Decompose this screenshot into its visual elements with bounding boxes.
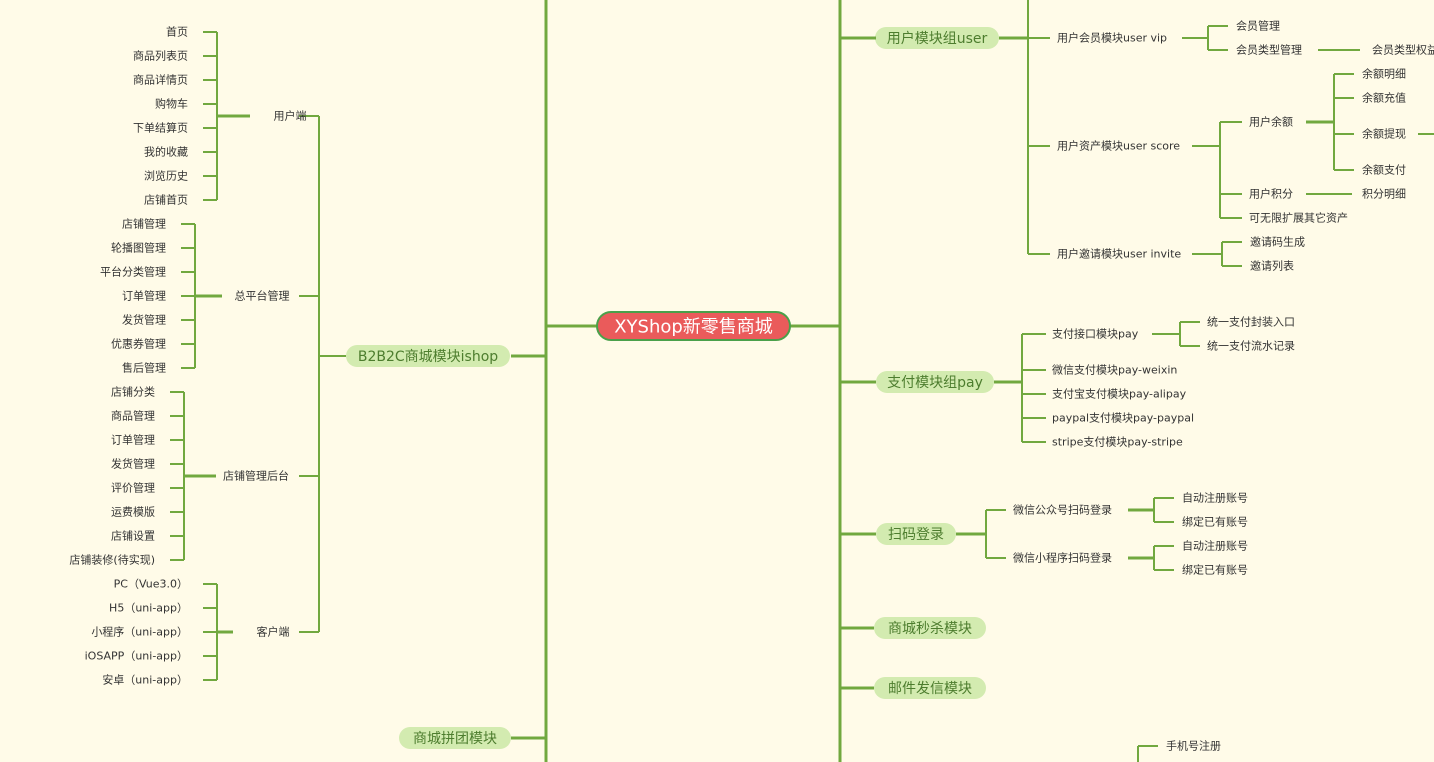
leaf-label: 售后管理 [122, 361, 166, 375]
leaf-label: 店铺装修(待实现) [69, 553, 155, 567]
mail-pill: 邮件发信模块 [888, 681, 972, 697]
leaf-label: 我的收藏 [144, 145, 188, 159]
leaf-label: 店铺分类 [111, 385, 155, 399]
leaf-label: 绑定已有账号 [1182, 563, 1248, 577]
leaf-label: 评价管理 [111, 481, 155, 495]
root-node [596, 311, 791, 341]
leaf-label: 邀请列表 [1250, 259, 1294, 273]
leaf-label: 首页 [166, 25, 188, 39]
scan-pill-bg [876, 523, 956, 545]
leaf-label: 轮播图管理 [111, 241, 166, 255]
group-label: 用户积分 [1249, 187, 1293, 201]
root-label: XYShop新零售商城 [614, 317, 773, 338]
module-label: 微信公众号扫码登录 [1013, 503, 1112, 517]
leaf-label: 微信支付模块pay-weixin [1052, 363, 1177, 377]
leaf-label: 平台分类管理 [100, 265, 166, 279]
leaf-label: H5（uni-app） [109, 602, 188, 615]
leaf-label: 余额明细 [1362, 67, 1406, 81]
leaf-label: 自动注册账号 [1182, 539, 1248, 553]
module-label: 用户资产模块user score [1057, 139, 1180, 153]
user-pill-bg [875, 27, 999, 49]
leaf-label: 会员管理 [1236, 19, 1280, 33]
leaf-label: 统一支付流水记录 [1207, 339, 1295, 353]
group-label: 总平台管理 [235, 289, 290, 303]
leaf-label: 商品列表页 [133, 49, 188, 63]
leaf-label: 订单管理 [122, 289, 166, 303]
leaf-label: 自动注册账号 [1182, 491, 1248, 505]
pay-pill: 支付模块组pay [887, 375, 983, 391]
leaf-label: 可无限扩展其它资产 [1249, 211, 1348, 225]
leaf-label: 安卓（uni-app） [102, 673, 188, 687]
leaf-label: 优惠券管理 [111, 337, 166, 351]
pay-pill-bg [876, 371, 994, 393]
leaf-label: stripe支付模块pay-stripe [1052, 436, 1183, 449]
leaf-label: 商品详情页 [133, 73, 188, 87]
leaf-label: 运费模版 [111, 505, 155, 519]
module-label: 微信小程序扫码登录 [1013, 551, 1112, 565]
leaf-label: PC（Vue3.0） [114, 578, 188, 591]
group-label: 用户余额 [1249, 115, 1293, 129]
user-pill: 用户模块组user [887, 30, 988, 47]
module-label: 用户会员模块user vip [1057, 31, 1167, 45]
leaf-label: 邀请码生成 [1250, 235, 1305, 249]
leaf-label: 积分明细 [1362, 188, 1406, 201]
leaf-label: 手机号注册 [1166, 739, 1221, 753]
pintuan-pill: 商城拼团模块 [413, 731, 497, 747]
leaf-label: 余额提现 [1362, 127, 1406, 141]
leaf-label: 订单管理 [111, 433, 155, 447]
leaf-label: 店铺首页 [144, 193, 188, 207]
ishop-pill: B2B2C商城模块ishop [358, 349, 498, 365]
leaf-label: paypal支付模块pay-paypal [1052, 412, 1194, 425]
module-label: 用户邀请模块user invite [1057, 247, 1181, 261]
group-label: 客户端 [257, 625, 290, 639]
leaf-label: 店铺设置 [111, 529, 155, 543]
leaf-label: 支付宝支付模块pay-alipay [1052, 387, 1187, 401]
leaf-label: 店铺管理 [122, 217, 166, 231]
mail-pill-bg [874, 677, 986, 699]
group-label: 店铺管理后台 [223, 469, 289, 483]
group-label: 用户端 [274, 109, 307, 123]
leaf-label: 会员类型管理 [1236, 43, 1302, 57]
ishop-pill-bg [346, 345, 510, 367]
leaf-label: 余额支付 [1362, 163, 1406, 177]
leaf-label: 小程序（uni-app） [91, 625, 188, 639]
pintuan-pill-bg [399, 727, 511, 749]
leaf-label: 绑定已有账号 [1182, 515, 1248, 529]
leaf-label: 发货管理 [111, 457, 155, 471]
leaf-label: 余额充值 [1362, 91, 1406, 105]
scan-pill: 扫码登录 [888, 527, 944, 543]
seckill-pill: 商城秒杀模块 [888, 621, 972, 637]
leaf-label: 会员类型权益 [1372, 43, 1434, 57]
leaf-label: 购物车 [155, 97, 188, 111]
leaf-label: 商品管理 [111, 409, 155, 423]
leaf-label: 发货管理 [122, 313, 166, 327]
leaf-label: 浏览历史 [144, 169, 188, 183]
leaf-label: 下单结算页 [133, 121, 188, 135]
seckill-pill-bg [874, 617, 986, 639]
module-label: 支付接口模块pay [1052, 328, 1139, 341]
leaf-label: iOSAPP（uni-app） [85, 650, 188, 663]
leaf-label: 统一支付封装入口 [1207, 315, 1295, 329]
